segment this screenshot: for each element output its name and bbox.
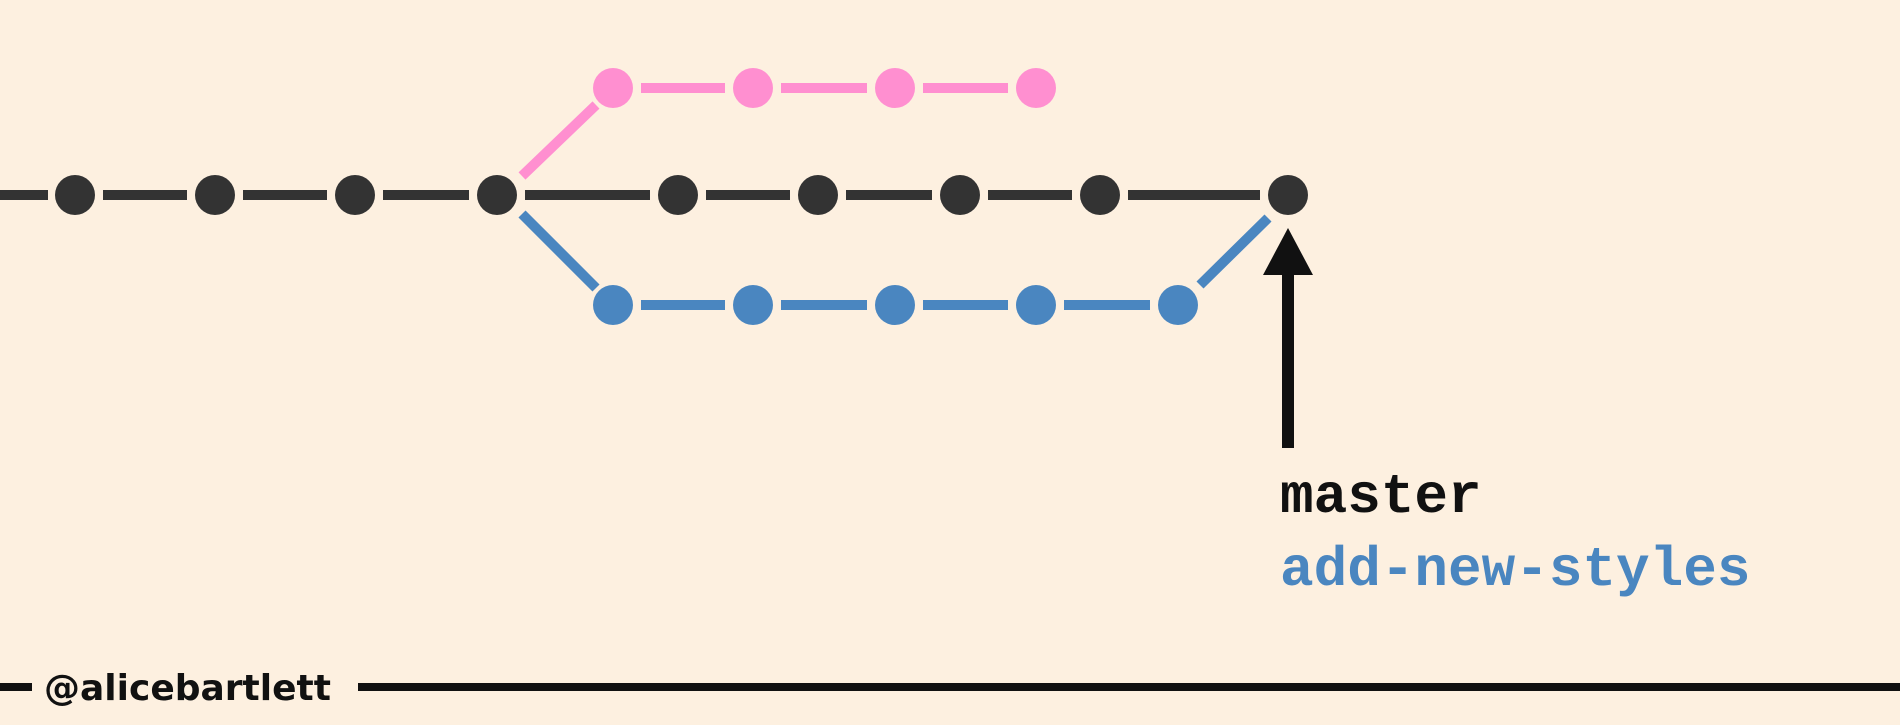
add-new-styles-merge-edge	[1196, 214, 1272, 289]
pink-commit	[733, 68, 773, 108]
pink-commit	[875, 68, 915, 108]
add-new-styles-branch-label: add-new-styles	[1280, 538, 1750, 602]
pink-edge	[518, 101, 600, 180]
pink-commit	[593, 68, 633, 108]
add-new-styles-commit	[875, 285, 915, 325]
pink-commit	[1016, 68, 1056, 108]
master-commit	[335, 175, 375, 215]
master-branch-line	[0, 175, 1308, 215]
master-commit	[798, 175, 838, 215]
master-commit	[1080, 175, 1120, 215]
author-handle: @alicebartlett	[44, 668, 331, 709]
add-new-styles-commit	[1158, 285, 1198, 325]
add-new-styles-edge	[518, 210, 600, 292]
add-new-styles-branch-line	[518, 210, 1272, 325]
master-commit	[55, 175, 95, 215]
add-new-styles-commit	[733, 285, 773, 325]
pink-feature-branch-line	[518, 68, 1056, 180]
master-commit	[940, 175, 980, 215]
master-commit	[658, 175, 698, 215]
add-new-styles-commit	[593, 285, 633, 325]
master-commit	[195, 175, 235, 215]
master-pointer-arrow-icon	[1263, 228, 1313, 448]
add-new-styles-commit	[1016, 285, 1056, 325]
master-commit	[477, 175, 517, 215]
master-branch-label: master	[1280, 465, 1482, 529]
arrow-head	[1263, 228, 1313, 275]
master-tip-commit	[1268, 175, 1308, 215]
